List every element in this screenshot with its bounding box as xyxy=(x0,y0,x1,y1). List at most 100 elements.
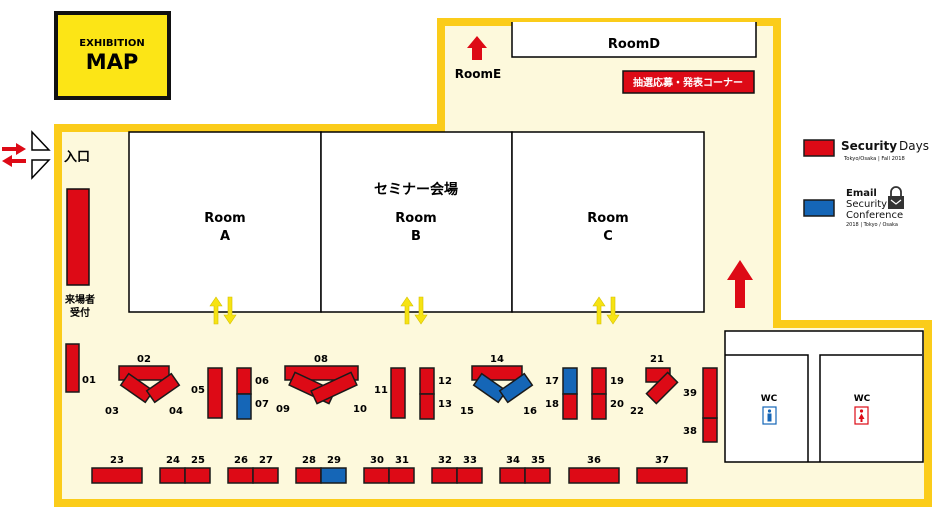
booth-29[interactable] xyxy=(320,467,347,484)
booth-label-06: 06 xyxy=(255,376,269,387)
booth-11[interactable] xyxy=(390,367,406,419)
booth-label-36: 36 xyxy=(587,455,601,466)
booth-label-31: 31 xyxy=(395,455,409,466)
booth-03[interactable] xyxy=(119,372,155,404)
booth-22[interactable] xyxy=(645,371,679,405)
women-restroom-icon xyxy=(854,406,869,425)
room-c-label-1: Room xyxy=(587,211,628,226)
booth-label-01: 01 xyxy=(82,375,96,386)
up-down-arrow-icon xyxy=(400,296,428,325)
booth-39[interactable] xyxy=(702,367,718,419)
booth-37[interactable] xyxy=(636,467,688,484)
booth-06[interactable] xyxy=(236,367,252,395)
booth-04[interactable] xyxy=(145,372,181,404)
reception-label-2: 受付 xyxy=(70,306,90,319)
booth-label-11: 11 xyxy=(374,385,388,396)
reception-desk: 来場者 受付 xyxy=(64,188,95,319)
booth-24[interactable] xyxy=(159,467,186,484)
booth-30[interactable] xyxy=(363,467,390,484)
booth-label-22: 22 xyxy=(630,406,644,417)
room-e-marker: RoomE xyxy=(455,36,501,81)
reception-label-1: 来場者 xyxy=(64,293,95,306)
booth-34[interactable] xyxy=(499,467,526,484)
booth-13[interactable] xyxy=(419,393,435,420)
title-line2: MAP xyxy=(86,50,139,74)
left-arrow-icon xyxy=(2,155,26,167)
booth-label-33: 33 xyxy=(463,455,477,466)
booth-label-05: 05 xyxy=(191,385,205,396)
booth-28[interactable] xyxy=(295,467,322,484)
booth-label-24: 24 xyxy=(166,455,180,466)
legend-email-security-swatch xyxy=(803,199,835,217)
booth-label-27: 27 xyxy=(259,455,273,466)
legend-email-line3: Conference xyxy=(846,210,903,221)
booth-label-21: 21 xyxy=(650,354,664,365)
booth-26[interactable] xyxy=(227,467,254,484)
booth-32[interactable] xyxy=(431,467,458,484)
booth-label-02: 02 xyxy=(137,354,151,365)
room-c-label-2: C xyxy=(603,229,613,244)
booth-12[interactable] xyxy=(419,367,435,395)
seminar-hall: セミナー会場 Room A Room B Room C xyxy=(128,131,705,313)
booth-label-14: 14 xyxy=(490,354,504,365)
room-d: RoomD xyxy=(511,22,757,58)
booth-label-32: 32 xyxy=(438,455,452,466)
booth-label-34: 34 xyxy=(506,455,520,466)
booth-label-07: 07 xyxy=(255,399,269,410)
booth-label-03: 03 xyxy=(105,406,119,417)
booth-label-25: 25 xyxy=(191,455,205,466)
legend: Security Days Tokyo/Osaka | Fall 2018 Em… xyxy=(803,139,929,228)
legend-security-days-swatch xyxy=(803,139,835,157)
up-arrow-icon xyxy=(727,260,753,308)
booth-27[interactable] xyxy=(252,467,279,484)
entrance: 入口 xyxy=(2,130,90,180)
room-c xyxy=(511,131,705,313)
wc-men-label: WC xyxy=(761,394,778,404)
booth-label-37: 37 xyxy=(655,455,669,466)
room-a xyxy=(128,131,322,313)
exhibition-map-title: EXHIBITION MAP xyxy=(54,11,171,100)
booth-label-35: 35 xyxy=(531,455,545,466)
booth-label-26: 26 xyxy=(234,455,248,466)
room-b xyxy=(320,131,513,313)
booth-label-28: 28 xyxy=(302,455,316,466)
room-a-label-2: A xyxy=(220,229,230,244)
booth-label-12: 12 xyxy=(438,376,452,387)
booth-label-13: 13 xyxy=(438,399,452,410)
booth-07[interactable] xyxy=(236,393,252,420)
wc-block: WC WC xyxy=(724,330,924,463)
booth-05[interactable] xyxy=(207,367,223,419)
booth-16[interactable] xyxy=(498,372,534,404)
booth-01[interactable] xyxy=(65,343,80,393)
booth-33[interactable] xyxy=(456,467,483,484)
booth-label-29: 29 xyxy=(327,455,341,466)
booth-label-10: 10 xyxy=(353,404,367,415)
booth-label-04: 04 xyxy=(169,406,183,417)
booth-label-19: 19 xyxy=(610,376,624,387)
legend-security-days-name: Security xyxy=(841,139,897,153)
booth-label-39: 39 xyxy=(683,388,697,399)
men-restroom-icon xyxy=(762,406,777,425)
booth-18[interactable] xyxy=(562,393,578,420)
wc-women-label: WC xyxy=(854,394,871,404)
booth-23[interactable] xyxy=(91,467,143,484)
lottery-corner-label: 抽選応募・発表コーナー xyxy=(633,76,743,89)
lock-icon xyxy=(888,186,904,209)
booth-36[interactable] xyxy=(568,467,620,484)
booth-31[interactable] xyxy=(388,467,415,484)
up-down-arrow-icon xyxy=(209,296,237,325)
door-icon xyxy=(31,130,51,180)
booth-label-23: 23 xyxy=(110,455,124,466)
booth-38[interactable] xyxy=(702,417,718,443)
booth-25[interactable] xyxy=(184,467,211,484)
booth-19[interactable] xyxy=(591,367,607,395)
booth-10[interactable] xyxy=(310,371,358,405)
booth-17[interactable] xyxy=(562,367,578,395)
legend-email-line1: Email xyxy=(846,188,877,199)
legend-security-days-sub: Tokyo/Osaka | Fall 2018 xyxy=(843,156,905,162)
booth-label-18: 18 xyxy=(545,399,559,410)
booth-15[interactable] xyxy=(472,372,508,404)
booth-35[interactable] xyxy=(524,467,551,484)
legend-security-days-name2: Days xyxy=(899,139,929,153)
booth-20[interactable] xyxy=(591,393,607,420)
